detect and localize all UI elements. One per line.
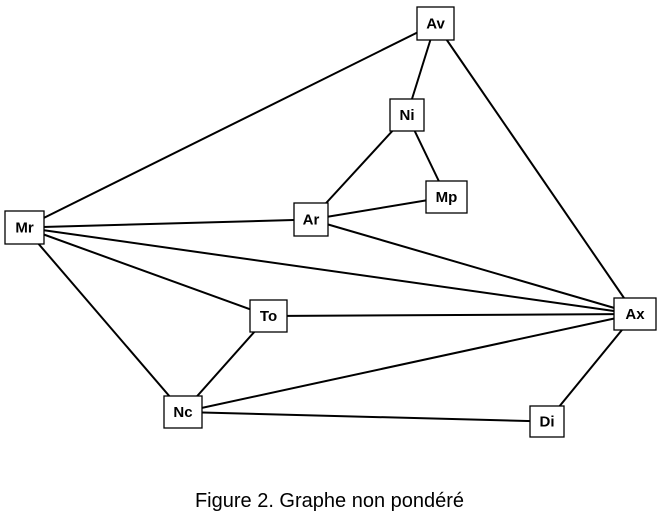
node-label: To [260,308,277,325]
node-box [293,202,329,237]
node-label: Mp [436,189,458,206]
node-label: Av [426,15,445,32]
edges [23,22,636,423]
node-label: Ar [303,211,320,228]
node-ax: Ax [613,297,657,331]
figure-caption: Figure 2. Graphe non pondéré [194,490,465,512]
node-box [425,180,468,214]
node-box [163,395,203,429]
node-box [529,405,565,438]
node-mp: Mp [425,180,468,214]
node-box [4,210,45,245]
edge-mr-av [24,22,436,229]
edge-di-ax [546,313,636,423]
edge-av-ax [434,22,636,315]
node-label: Ni [400,107,415,124]
edge-nc-di [182,411,548,423]
edge-mr-ax [24,226,636,315]
edge-mr-nc [23,226,184,413]
node-label: Nc [173,404,192,421]
node-ar: Ar [293,202,329,237]
node-box [249,299,288,333]
node-box [416,6,455,41]
edge-nc-ax [182,313,636,413]
node-label: Mr [15,219,33,236]
edge-ar-ax [310,218,636,315]
edge-ar-mp [310,196,447,221]
edge-ni-ar [310,114,408,221]
node-label: Di [540,413,555,430]
edge-to-ax [268,313,636,317]
node-box [389,98,425,132]
node-to: To [249,299,288,333]
node-box [613,297,657,331]
node-ni: Ni [389,98,425,132]
node-label: Ax [625,306,645,323]
node-av: Av [416,6,455,41]
node-di: Di [529,405,565,438]
node-mr: Mr [4,210,45,245]
node-nc: Nc [163,395,203,429]
edge-mr-to [24,226,269,317]
edge-mr-ar [24,218,312,229]
